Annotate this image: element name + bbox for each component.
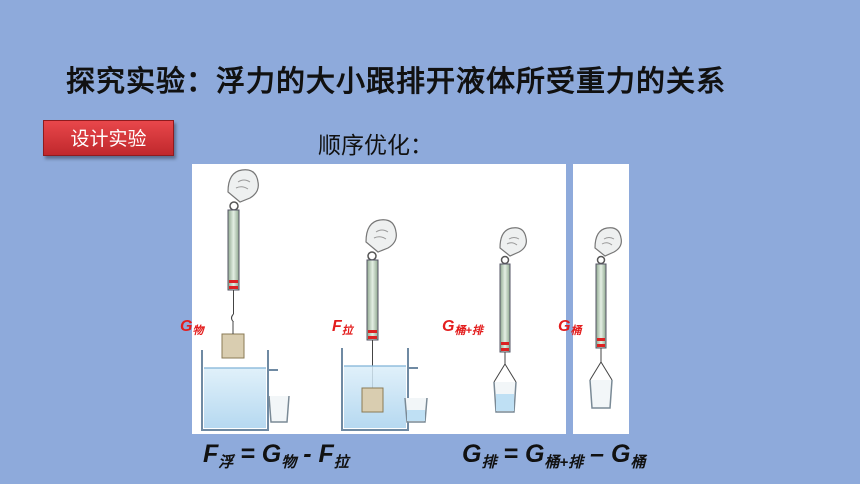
beaker-icon (201, 350, 278, 431)
label-g-object: G物 (180, 318, 204, 337)
empty-bucket-illustration (589, 227, 622, 409)
order-optimization-subtitle: 顺序优化： (318, 133, 433, 159)
spring-scale-icon (227, 209, 240, 323)
hand-icon (499, 227, 527, 265)
formula-displaced-weight: G排 = G桶+排 – G桶 (462, 440, 646, 471)
experiment-panel: G物 F拉 G桶+排 (180, 164, 566, 434)
small-bucket-icon (493, 381, 517, 413)
metal-block-icon (221, 333, 245, 359)
experiment-illustration (201, 169, 527, 431)
step2-submerge-object (341, 219, 428, 431)
hand-icon (365, 219, 397, 261)
step1-weigh-object (201, 169, 290, 431)
overflow-cup-icon (404, 397, 428, 423)
formula-buoyancy: F浮 = G物 - F拉 (203, 440, 349, 471)
spring-scale-icon (493, 263, 517, 383)
label-f-pull: F拉 (332, 318, 353, 337)
page-title: 探究实验：浮力的大小跟排开液体所受重力的关系 (66, 64, 727, 98)
spring-scale-icon (589, 263, 613, 381)
step3-weigh-bucket-with-water (493, 227, 527, 413)
label-g-bucket: G桶 (558, 318, 582, 337)
small-bucket-icon (589, 379, 613, 409)
hand-icon (227, 169, 259, 211)
label-g-bucket-plus-water: G桶+排 (442, 318, 483, 337)
small-bucket-icon (268, 395, 290, 423)
empty-bucket-panel (573, 164, 629, 434)
design-experiment-badge[interactable]: 设计实验 (43, 120, 174, 156)
hand-icon (594, 227, 622, 265)
metal-block-icon (361, 387, 384, 413)
